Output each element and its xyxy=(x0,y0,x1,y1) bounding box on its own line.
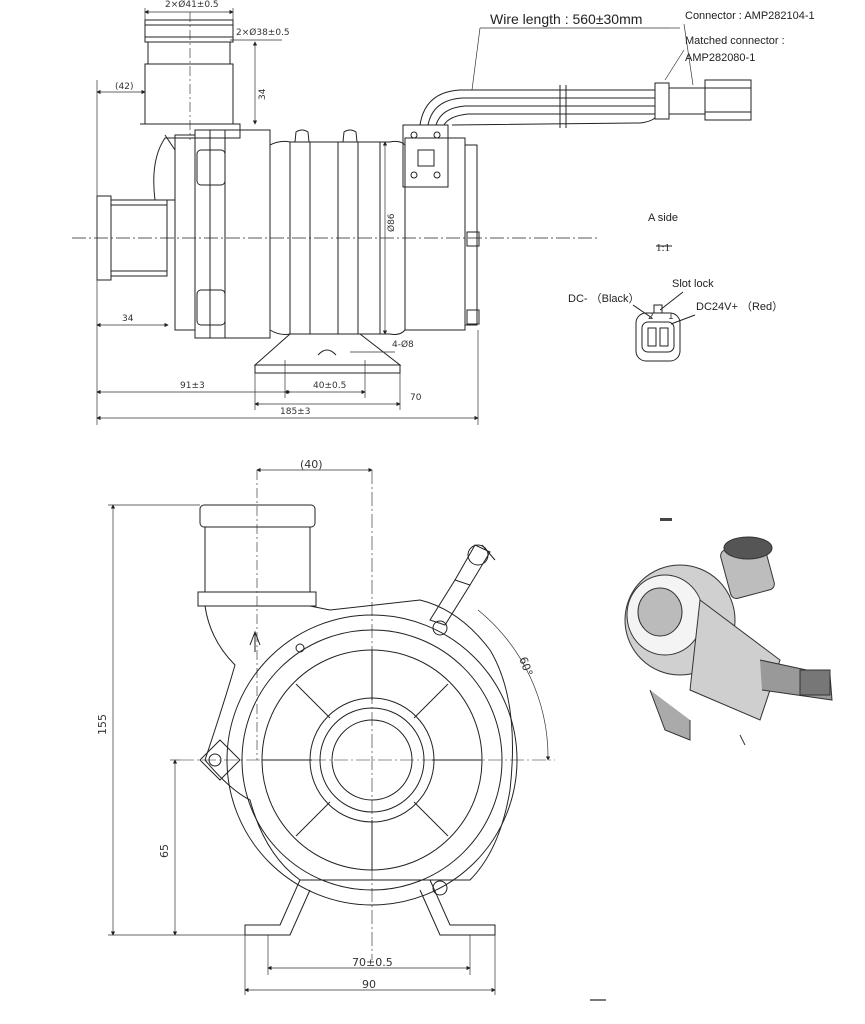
slot-lock-label: Slot lock xyxy=(672,278,714,290)
dim-offset-42: (42) xyxy=(115,82,134,92)
dim-body-dia: Ø86 xyxy=(387,213,397,232)
dim-outlet-offset: (40) xyxy=(300,458,323,471)
outlet-pipe xyxy=(144,12,234,140)
side-view xyxy=(72,12,752,374)
front-view xyxy=(180,470,555,960)
wire-connector xyxy=(654,79,752,121)
inlet-pipe xyxy=(96,195,168,281)
dim-to-foot: 91±3 xyxy=(180,381,205,391)
volute-housing xyxy=(140,123,271,339)
volute-outline xyxy=(204,599,513,881)
connector-pinout xyxy=(632,245,696,362)
dim-outlet-id: 2×Ø38±0.5 xyxy=(236,28,290,38)
dim-foot-holes: 70±0.5 xyxy=(352,956,393,969)
mounting-foot xyxy=(253,333,402,374)
wire-length-note: Wire length : 560±30mm xyxy=(490,11,643,27)
front-cable-gland xyxy=(429,544,496,626)
motor-body xyxy=(269,129,406,335)
wire-harness xyxy=(419,85,656,128)
front-view-dimensions xyxy=(108,467,551,995)
front-feet xyxy=(244,879,496,936)
isometric-view xyxy=(624,518,833,746)
end-cap xyxy=(402,124,480,331)
dim-foot-spacing: 40±0.5 xyxy=(313,381,347,391)
dc-plus-label: DC24V+ （Red） xyxy=(696,301,784,313)
connector-note: Connector : AMP282104-1 xyxy=(685,10,815,22)
dim-center-height: 65 xyxy=(158,844,171,858)
dim-overall-length: 185±3 xyxy=(280,407,311,417)
dim-outlet-height: 34 xyxy=(258,88,268,100)
dc-minus-label: DC- （Black） xyxy=(568,293,640,305)
matched-connector-part: AMP282080-1 xyxy=(685,52,756,64)
side-view-dimensions xyxy=(96,8,479,425)
dim-front-foot-width: 90 xyxy=(362,978,376,991)
dim-inlet-length: 34 xyxy=(122,314,134,324)
bolt-ears xyxy=(199,620,448,896)
dim-height-total: 155 xyxy=(96,714,109,735)
scale-label: 1:1 xyxy=(656,242,671,254)
dim-mount-holes: 4-Ø8 xyxy=(392,340,414,350)
matched-connector-label: Matched connector : xyxy=(685,35,785,47)
a-side-label: A side xyxy=(648,212,678,224)
dim-foot-width: 70 xyxy=(410,393,422,403)
note-leaders xyxy=(471,23,694,91)
pin-2-label: 2 xyxy=(648,312,654,322)
dim-outlet-od: 2×Ø41±0.5 xyxy=(165,0,219,10)
pin-1-label: 1 xyxy=(668,312,674,322)
front-outlet-pipe xyxy=(197,470,317,760)
